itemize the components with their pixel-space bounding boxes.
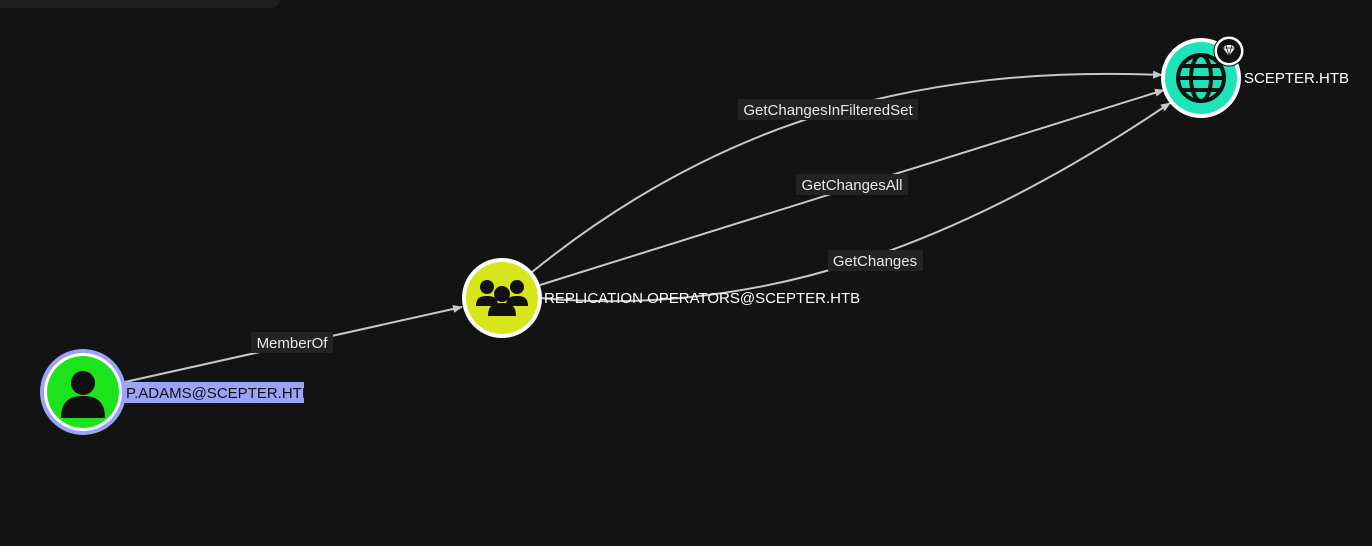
edge-label-getchanges[interactable]: GetChanges xyxy=(833,253,917,270)
edge-getchangesall[interactable]: GetChangesAll xyxy=(539,88,1165,286)
node-user[interactable]: P.ADAMS@SCEPTER.HTB xyxy=(40,349,312,435)
edge-label-getchangesinfilteredset[interactable]: GetChangesInFilteredSet xyxy=(743,102,913,119)
edge-getchangesinfilteredset[interactable]: GetChangesInFilteredSet xyxy=(531,70,1163,273)
gem-badge xyxy=(1213,35,1245,67)
edge-label-bg xyxy=(828,250,923,271)
node-group[interactable]: REPLICATION OPERATORS@SCEPTER.HTB xyxy=(462,258,860,338)
node-label-domain[interactable]: SCEPTER.HTB xyxy=(1244,70,1349,87)
node-label-highlight xyxy=(124,382,304,403)
edge-getchanges[interactable]: GetChanges xyxy=(539,102,1171,303)
node-label-user[interactable]: P.ADAMS@SCEPTER.HTB xyxy=(126,385,312,402)
node-domain[interactable]: SCEPTER.HTB xyxy=(1161,35,1349,118)
edge-line[interactable] xyxy=(539,102,1171,303)
user-icon xyxy=(61,371,105,418)
edge-label-bg xyxy=(796,174,908,195)
edge-label-memberof[interactable]: MemberOf xyxy=(257,335,329,352)
edge-label-bg xyxy=(738,99,918,120)
globe-icon xyxy=(1176,53,1226,103)
edge-memberof[interactable]: MemberOf xyxy=(124,305,463,383)
top-panel xyxy=(0,0,280,8)
node-label-group[interactable]: REPLICATION OPERATORS@SCEPTER.HTB xyxy=(544,290,860,307)
edge-label-bg xyxy=(251,332,333,353)
group-icon xyxy=(476,280,528,316)
edge-label-getchangesall[interactable]: GetChangesAll xyxy=(802,177,903,194)
